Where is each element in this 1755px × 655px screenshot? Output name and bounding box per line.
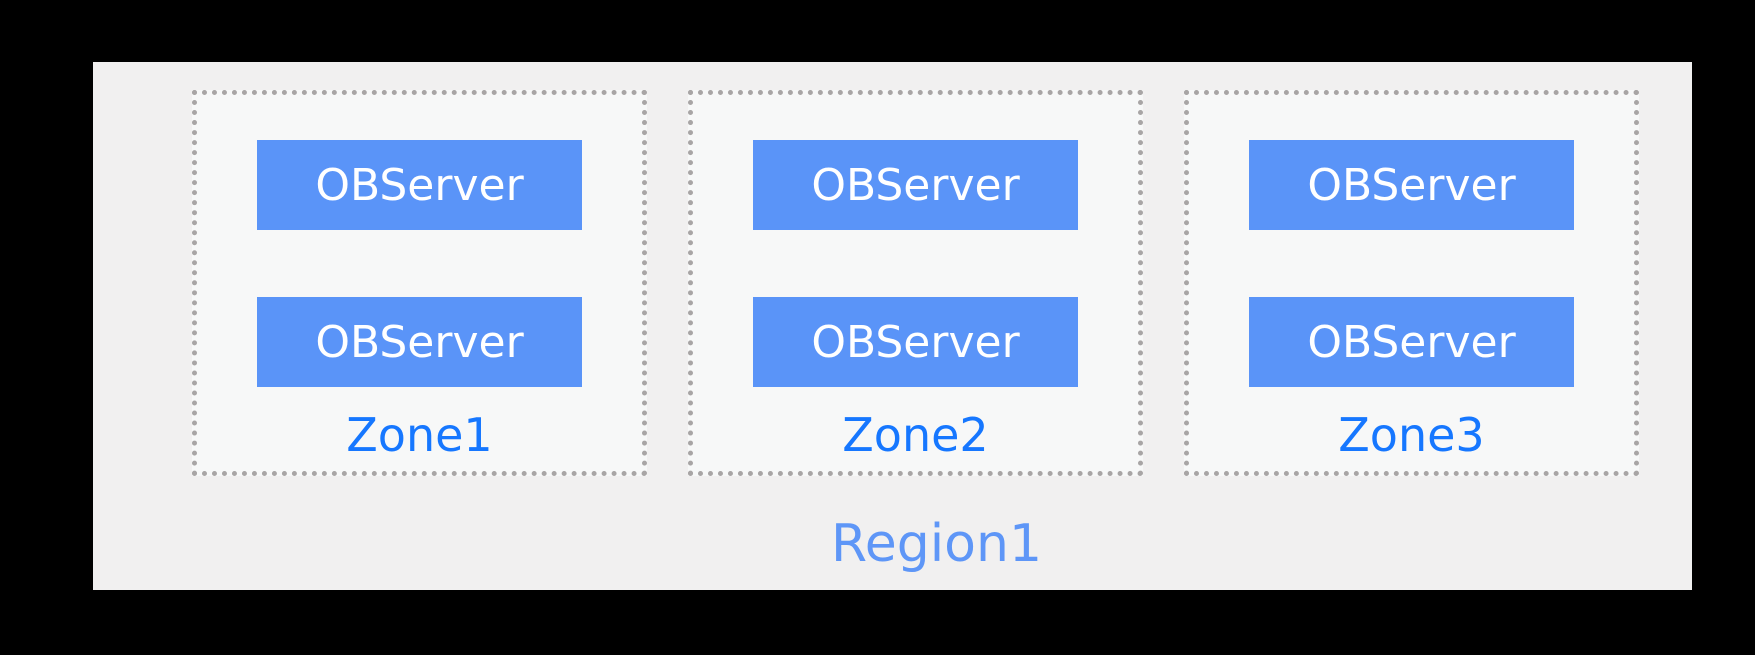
zone-label: Zone2 [842, 408, 989, 462]
observer-node: OBServer [753, 140, 1078, 230]
zone-box-2: OBServer OBServer Zone2 [688, 90, 1143, 476]
observer-node: OBServer [1249, 140, 1574, 230]
region-label: Region1 [830, 513, 1043, 574]
region-box: OBServer OBServer Zone1 OBServer OBServe… [93, 62, 1692, 590]
zone-label: Zone1 [346, 408, 493, 462]
zone-box-3: OBServer OBServer Zone3 [1184, 90, 1639, 476]
observer-node: OBServer [753, 297, 1078, 387]
zone-label: Zone3 [1338, 408, 1485, 462]
observer-node: OBServer [257, 297, 582, 387]
zones-row: OBServer OBServer Zone1 OBServer OBServe… [192, 90, 1639, 476]
observer-node: OBServer [1249, 297, 1574, 387]
observer-node: OBServer [257, 140, 582, 230]
zone-box-1: OBServer OBServer Zone1 [192, 90, 647, 476]
